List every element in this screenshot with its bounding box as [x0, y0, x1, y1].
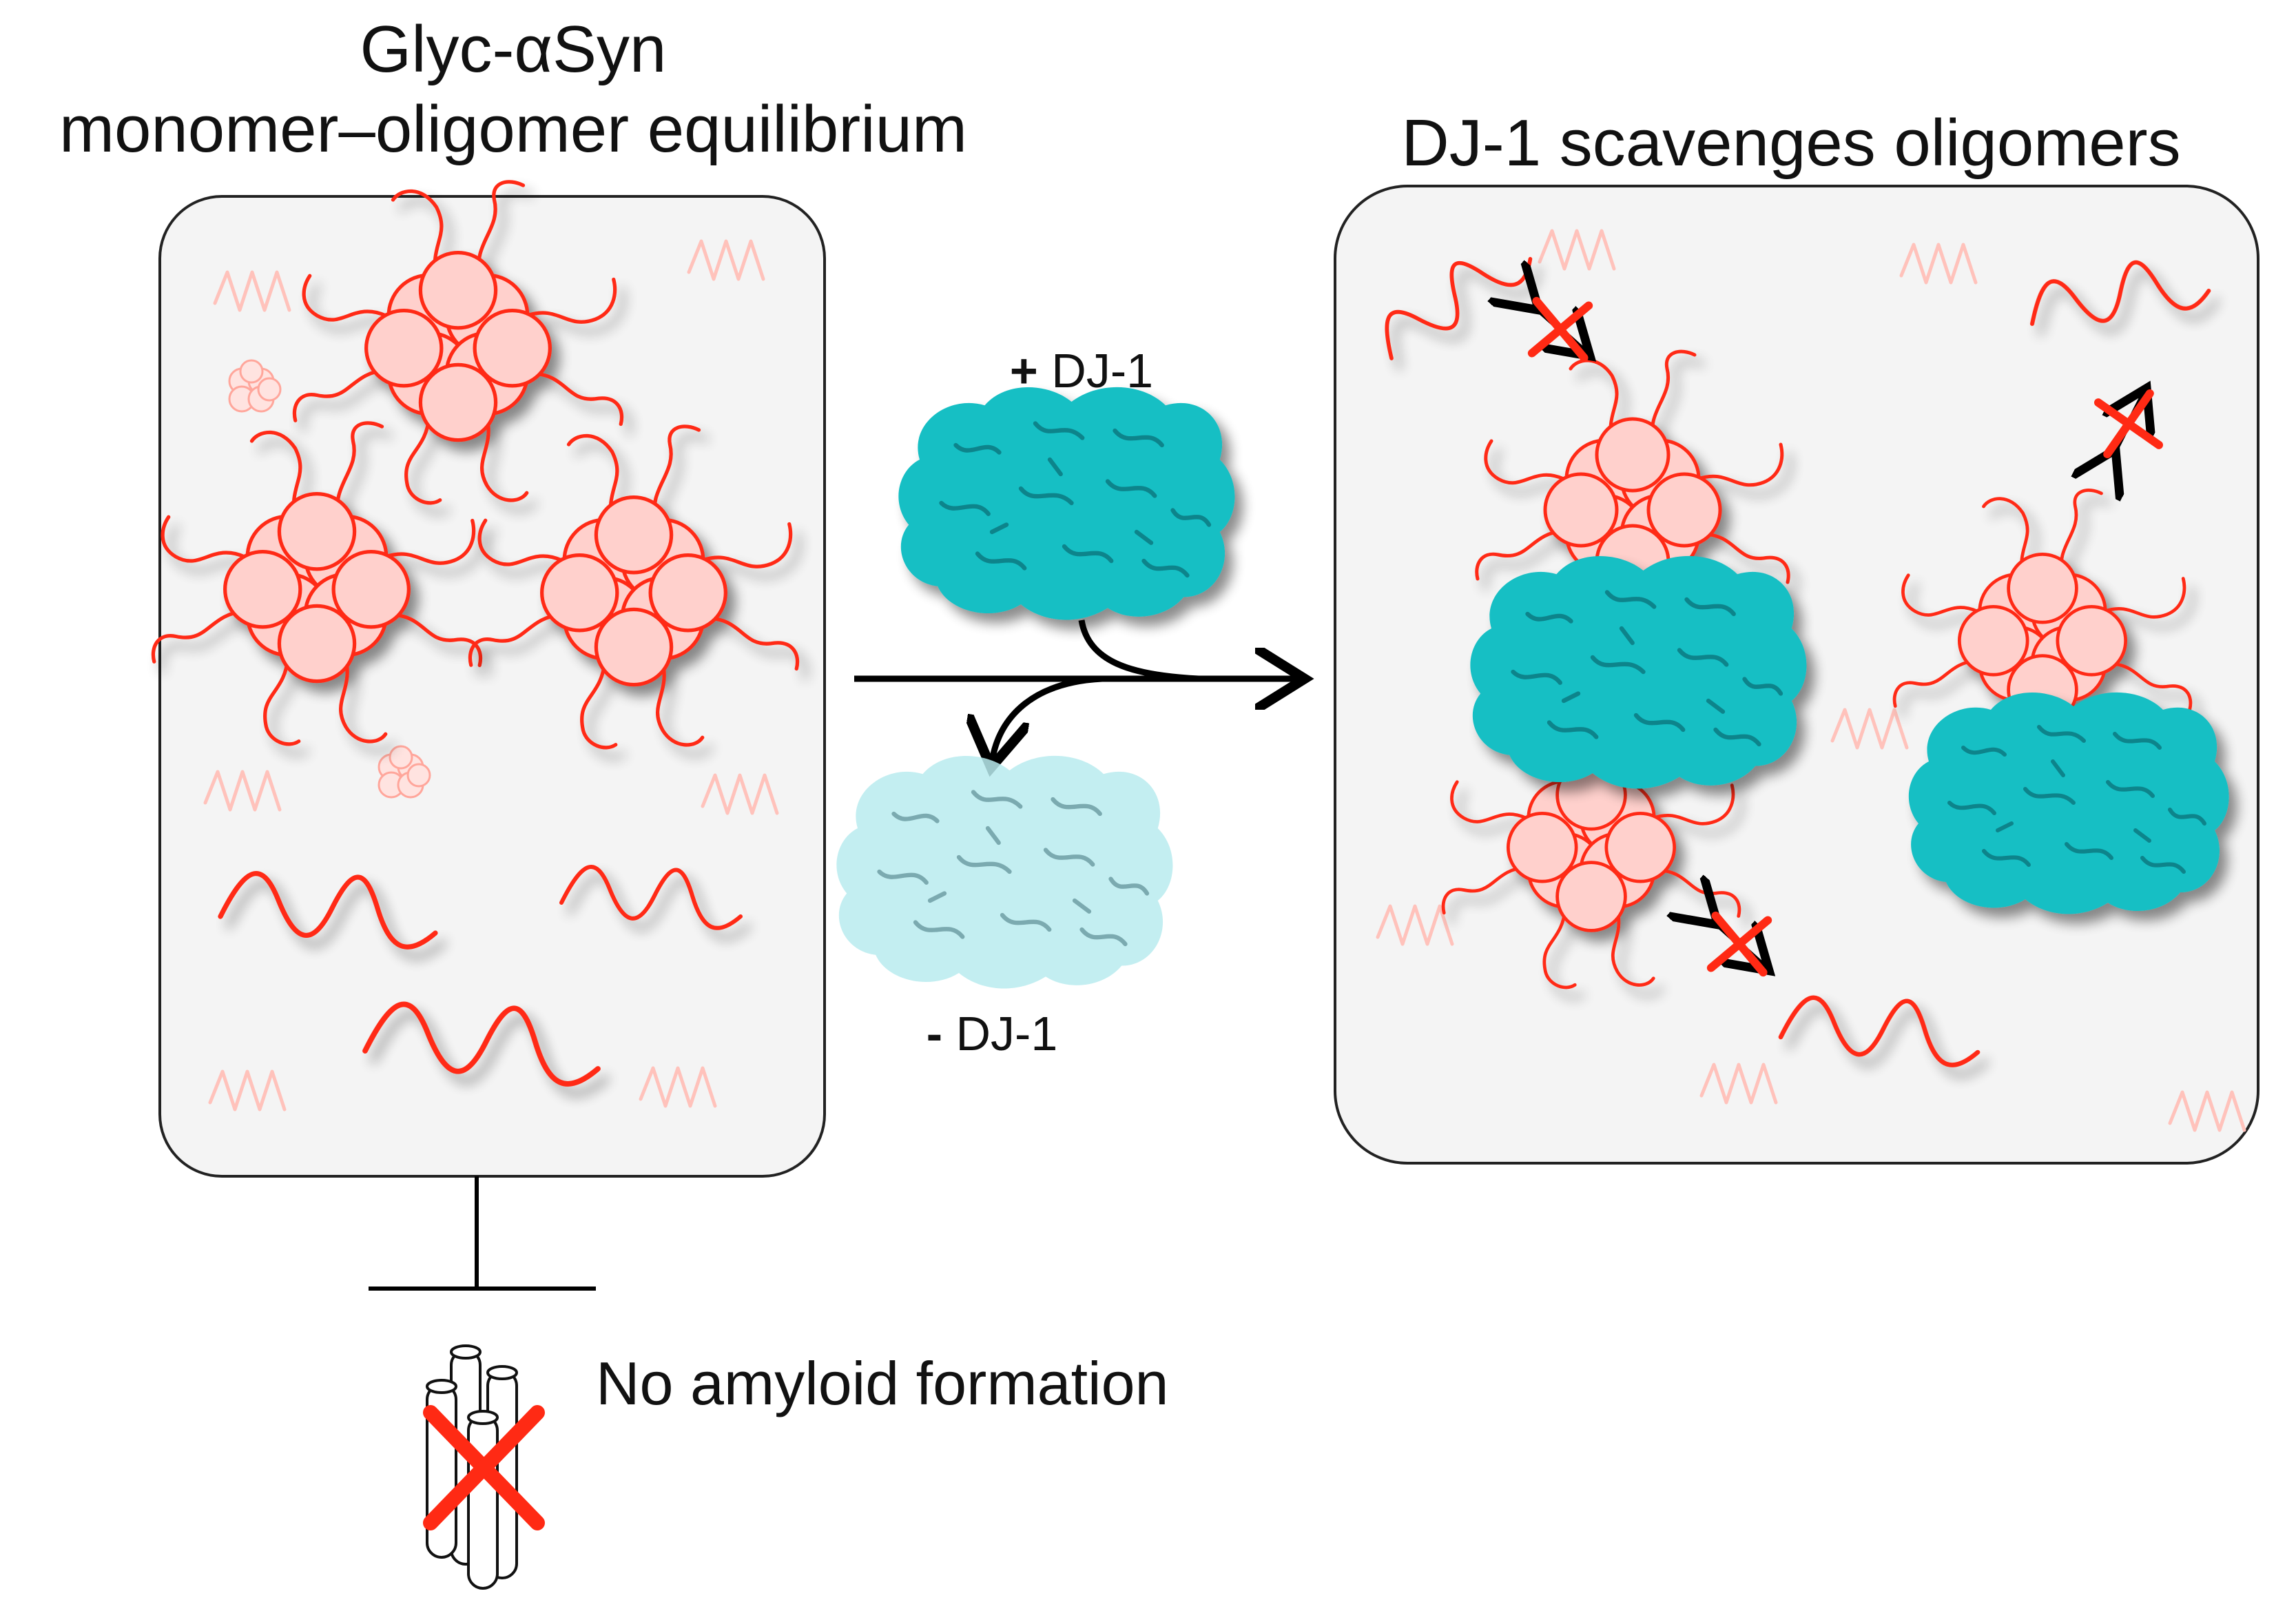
- no-amyloid-cross-icon: [423, 1405, 545, 1530]
- dj1-bound-right: [1909, 693, 2229, 914]
- plus-sign: +: [1009, 344, 1038, 398]
- left-panel-title-line2: monomer–oligomer equilibrium: [59, 92, 967, 166]
- dj1-out-arrow: [992, 675, 1103, 761]
- plus-dj1-text: DJ-1: [1051, 344, 1154, 398]
- left-panel-title-line1: Glyc-αSyn: [360, 12, 667, 86]
- no-amyloid-formation-label: No amyloid formation: [596, 1349, 1169, 1417]
- dj1-protein-added: [898, 387, 1234, 620]
- amyloid-fibril-icon: [426, 1344, 518, 1590]
- minus-dj1-text: DJ-1: [955, 1007, 1058, 1060]
- right-panel-title: DJ-1 scavenges oligomers: [1401, 106, 2181, 180]
- dj1-protein-absent: [836, 756, 1172, 989]
- minus-sign: -: [926, 1007, 943, 1060]
- plus-dj1-label: + DJ-1: [978, 345, 1185, 397]
- right-panel: [1334, 185, 2259, 1165]
- dj1-bound-left: [1470, 556, 1806, 789]
- left-panel: [153, 182, 826, 1178]
- minus-dj1-label: - DJ-1: [889, 1007, 1095, 1060]
- inhibition-symbol: [369, 1176, 596, 1291]
- dj1-in-arrow: [1078, 619, 1199, 682]
